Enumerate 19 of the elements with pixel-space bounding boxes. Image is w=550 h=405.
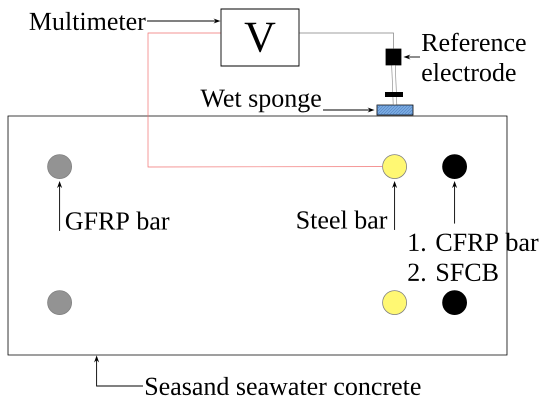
label: Multimeter [30, 12, 146, 30]
bar-cross-section [382, 154, 407, 179]
bar-cross-section [47, 154, 72, 179]
wet-sponge [376, 104, 414, 116]
concrete-block [8, 116, 508, 356]
reference-electrode [386, 48, 402, 66]
label: Steel bar [297, 210, 388, 229]
bar-cross-section [442, 154, 467, 179]
voltmeter-box: V [220, 8, 300, 66]
bar-cross-section [442, 290, 467, 315]
electrode-rod [385, 65, 403, 105]
bar-cross-section [382, 290, 407, 315]
bar-cross-section [47, 290, 72, 315]
wire [299, 32, 394, 49]
wire [148, 32, 383, 168]
label: Seasand seawater concrete [146, 376, 420, 396]
label: Reference electrode [422, 32, 526, 82]
label: GFRP bar [66, 211, 170, 230]
label: Wet sponge [200, 90, 321, 112]
